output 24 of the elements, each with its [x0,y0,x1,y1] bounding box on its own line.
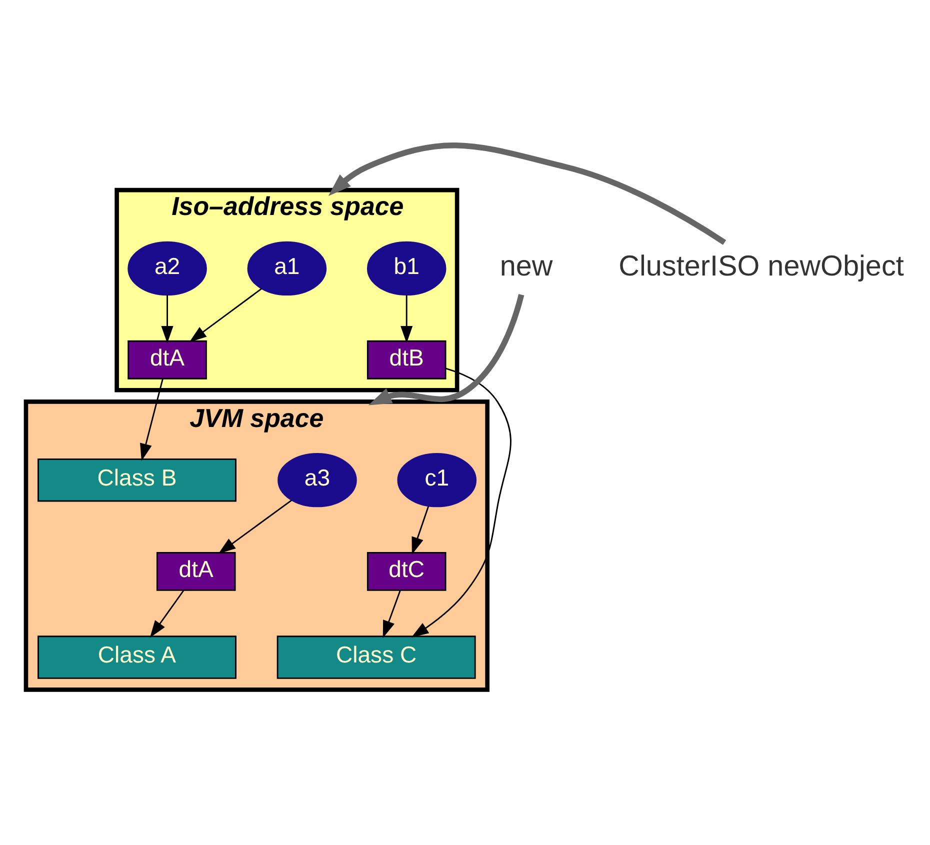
arrow [328,142,726,244]
arrow [150,590,184,638]
arrow [218,499,292,554]
node-box: dtA [128,340,207,379]
node-ellipse: a3 [278,452,357,507]
node-ellipse: a1 [247,240,327,296]
node-box: dtB [366,340,446,379]
node-box: Class A [38,635,236,678]
arrow [189,288,262,342]
node-ellipse: b1 [366,240,446,296]
node-box: dtC [366,552,446,590]
node-text: ClusterISO newObject [618,250,904,282]
node-ellipse: c1 [397,452,477,507]
arrow [412,505,430,554]
arrow [368,294,524,405]
node-box: Class C [276,635,476,678]
node-box: Class B [38,458,236,502]
node-text: new [500,250,553,282]
arrow [400,294,413,343]
arrow [161,294,174,343]
arrow [382,590,401,638]
arrow [140,378,164,460]
node-box: dtA [156,552,236,590]
node-ellipse: a2 [128,240,207,296]
